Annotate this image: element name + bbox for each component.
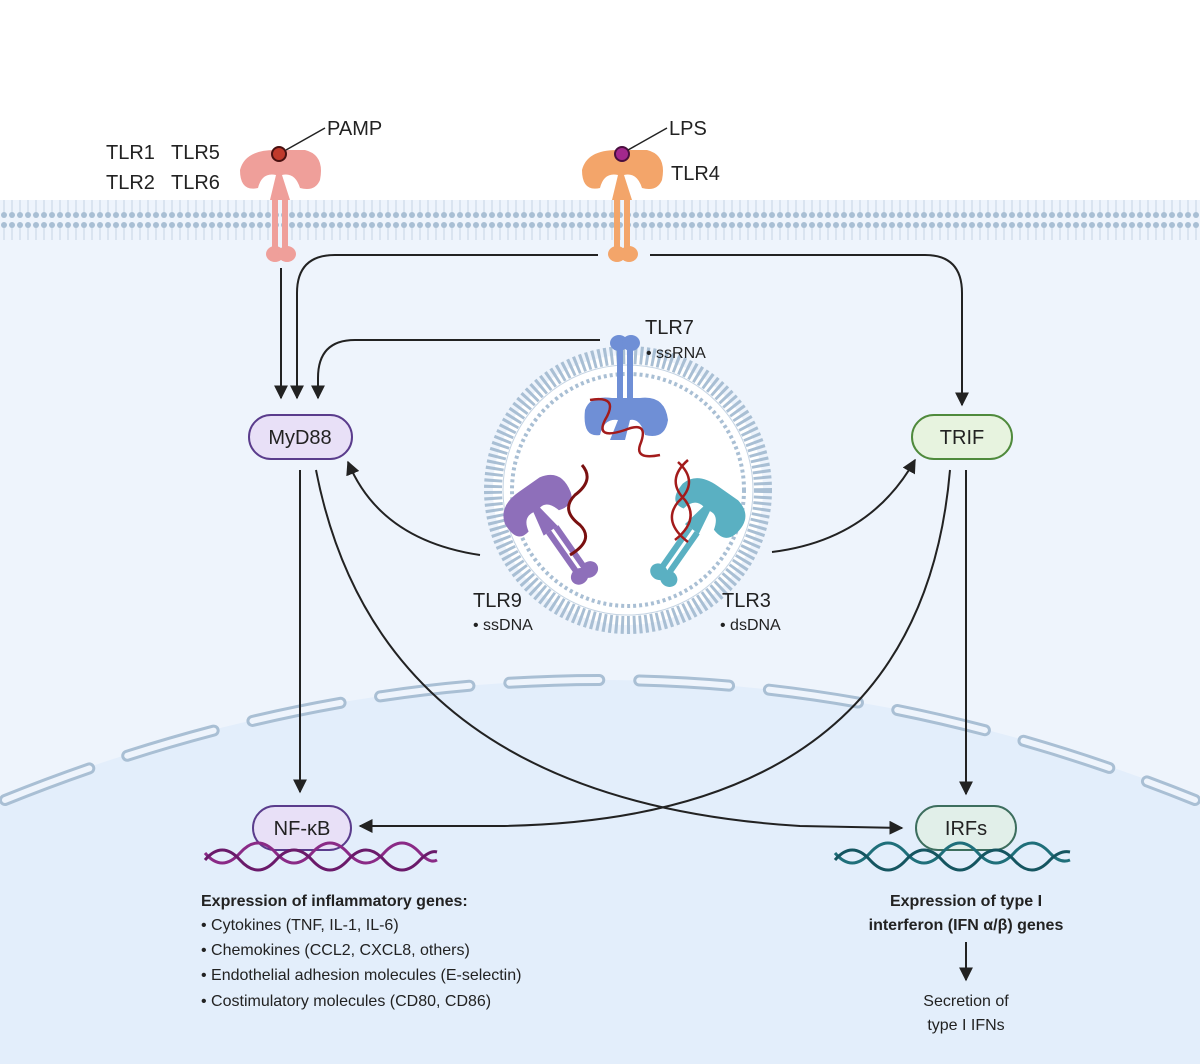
trif-label: TRIF bbox=[940, 427, 984, 449]
pamp-leader-line bbox=[285, 127, 326, 151]
arrow-trif-to-nfkb bbox=[358, 469, 951, 833]
irfs-label: IRFs bbox=[945, 818, 987, 840]
tlr3-ligand-label: • dsDNA bbox=[720, 617, 781, 634]
lps-leader-line bbox=[627, 127, 668, 151]
arrow-tlr9-to-myd88 bbox=[346, 460, 481, 556]
dsdna-strand-b bbox=[670, 461, 691, 543]
arrow-tlr7-to-myd88 bbox=[311, 339, 600, 400]
secretion-line1: Secretion of bbox=[923, 993, 1009, 1010]
tlr9-label: TLR9 bbox=[473, 590, 522, 612]
lps-label: LPS bbox=[669, 118, 707, 140]
tlr4-label: TLR4 bbox=[671, 163, 720, 185]
tlr7-label: TLR7 bbox=[645, 317, 694, 339]
nfkb-node: NF-κB bbox=[252, 805, 352, 851]
nfkb-label: NF-κB bbox=[274, 818, 331, 840]
myd88-label: MyD88 bbox=[268, 427, 331, 449]
ssrna-strand bbox=[589, 397, 661, 458]
tlr1-label: TLR1 bbox=[106, 142, 155, 164]
tlr1-2-5-6-receptor-icon bbox=[240, 146, 321, 262]
ssdna-strand bbox=[567, 464, 589, 557]
tlr7-ligand-label: • ssRNA bbox=[646, 345, 706, 362]
tlr3-receptor-icon bbox=[650, 478, 746, 587]
interferon-title-line1: Expression of type I bbox=[890, 893, 1042, 910]
inflammatory-item: • Chemokines (CCL2, CXCL8, others) bbox=[201, 942, 470, 959]
plasma-membrane bbox=[0, 200, 1200, 244]
pamp-label: PAMP bbox=[327, 118, 382, 140]
inflammatory-title: Expression of inflammatory genes: bbox=[201, 893, 468, 910]
arrow-tlr3-to-trif bbox=[771, 458, 916, 553]
arrow-tlr4-to-trif bbox=[650, 254, 969, 407]
interferon-title-line2: interferon (IFN α/β) genes bbox=[869, 917, 1064, 934]
tlr5-label: TLR5 bbox=[171, 142, 220, 164]
irfs-node: IRFs bbox=[915, 805, 1017, 851]
tlr3-label: TLR3 bbox=[722, 590, 771, 612]
tlr9-receptor-icon bbox=[503, 474, 599, 585]
arrow-tlr4-to-myd88 bbox=[290, 254, 598, 400]
dsdna-strand-a bbox=[674, 459, 692, 541]
trif-node: TRIF bbox=[911, 414, 1013, 460]
tlr7-receptor-icon bbox=[584, 335, 668, 440]
inflammatory-item: • Cytokines (TNF, IL-1, IL-6) bbox=[201, 917, 399, 934]
inflammatory-item: • Costimulatory molecules (CD80, CD86) bbox=[201, 993, 491, 1010]
secretion-line2: type I IFNs bbox=[927, 1017, 1004, 1034]
dna-helix-interferon-icon bbox=[833, 841, 1071, 872]
dna-helix-inflammatory-icon bbox=[203, 841, 438, 872]
tlr9-ligand-label: • ssDNA bbox=[473, 617, 533, 634]
myd88-node: MyD88 bbox=[248, 414, 353, 460]
tlr2-label: TLR2 bbox=[106, 172, 155, 194]
tlr6-label: TLR6 bbox=[171, 172, 220, 194]
inflammatory-item: • Endothelial adhesion molecules (E-sele… bbox=[201, 967, 521, 984]
arrow-myd88-to-irfs bbox=[315, 469, 904, 835]
tlr4-receptor-icon bbox=[582, 146, 663, 262]
